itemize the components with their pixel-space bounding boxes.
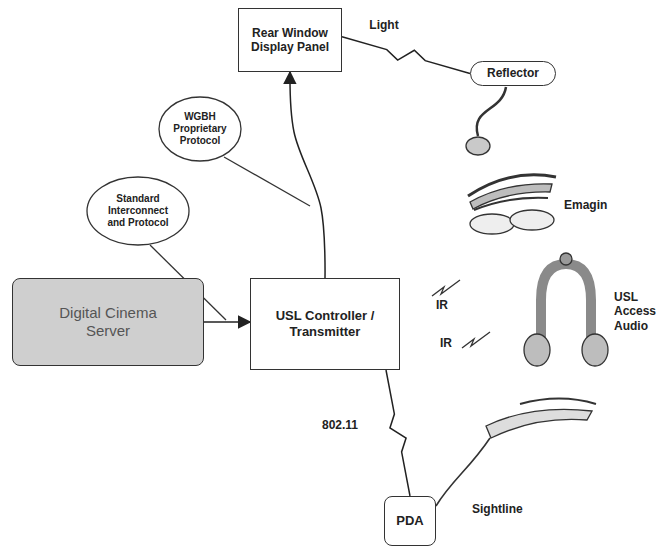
part-label: IR (434, 298, 450, 312)
reflector-cup (466, 137, 490, 155)
edge-label: Light (367, 18, 400, 32)
controller-box: USL Controller / Transmitter (250, 278, 400, 370)
protocol-ellipse: WGBH Proprietary Protocol (158, 96, 242, 162)
headphone-band (541, 264, 591, 342)
ear-cup (582, 334, 608, 366)
part-label: Emagin (562, 198, 609, 212)
ir-signal (462, 332, 490, 348)
node-label: USL Controller / Transmitter (260, 308, 390, 339)
visor (486, 409, 592, 438)
part-label: USL Access Audio (612, 290, 670, 333)
node-label: Standard Interconnect and Protocol (100, 193, 176, 229)
reflector-box: Reflector (470, 61, 556, 86)
edge-label: 802.11 (320, 418, 360, 432)
glasses-lens (470, 214, 514, 234)
connector (204, 321, 250, 323)
part-label: Sightline (470, 502, 525, 516)
display-panel-box: Rear Window Display Panel (238, 8, 342, 72)
ear-cup (524, 334, 550, 366)
connector (290, 72, 325, 278)
leader-line (224, 157, 310, 206)
connector (342, 37, 470, 74)
protocol-ellipse: Standard Interconnect and Protocol (86, 176, 190, 246)
node-label: Digital Cinema Server (48, 304, 168, 340)
ir-signal (432, 280, 460, 296)
glasses-frame (474, 198, 548, 210)
pda-box: PDA (384, 496, 436, 546)
glasses-frame (470, 184, 552, 209)
visor-wire (436, 438, 490, 506)
connector (386, 370, 410, 496)
headphone-knob (560, 253, 572, 265)
visor-band (520, 399, 596, 405)
node-label: WGBH Proprietary Protocol (169, 111, 231, 147)
node-label: Reflector (487, 66, 539, 80)
node-label: PDA (396, 513, 423, 529)
glasses-lens (510, 210, 554, 230)
part-label: IR (438, 336, 454, 350)
server-box: Digital Cinema Server (12, 278, 204, 366)
node-label: Rear Window Display Panel (245, 26, 335, 55)
reflector-stalk (477, 87, 506, 136)
